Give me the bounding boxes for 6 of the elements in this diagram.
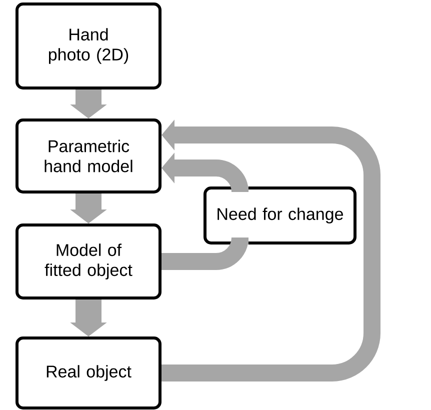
- process-box: Hand photo (2D): [16, 2, 162, 90]
- process-box: Need for change: [204, 186, 356, 244]
- connector-line: [162, 160, 248, 270]
- process-box: Model of fitted object: [16, 224, 162, 300]
- process-box: Real object: [16, 336, 162, 410]
- process-box: Parametric hand model: [16, 118, 162, 194]
